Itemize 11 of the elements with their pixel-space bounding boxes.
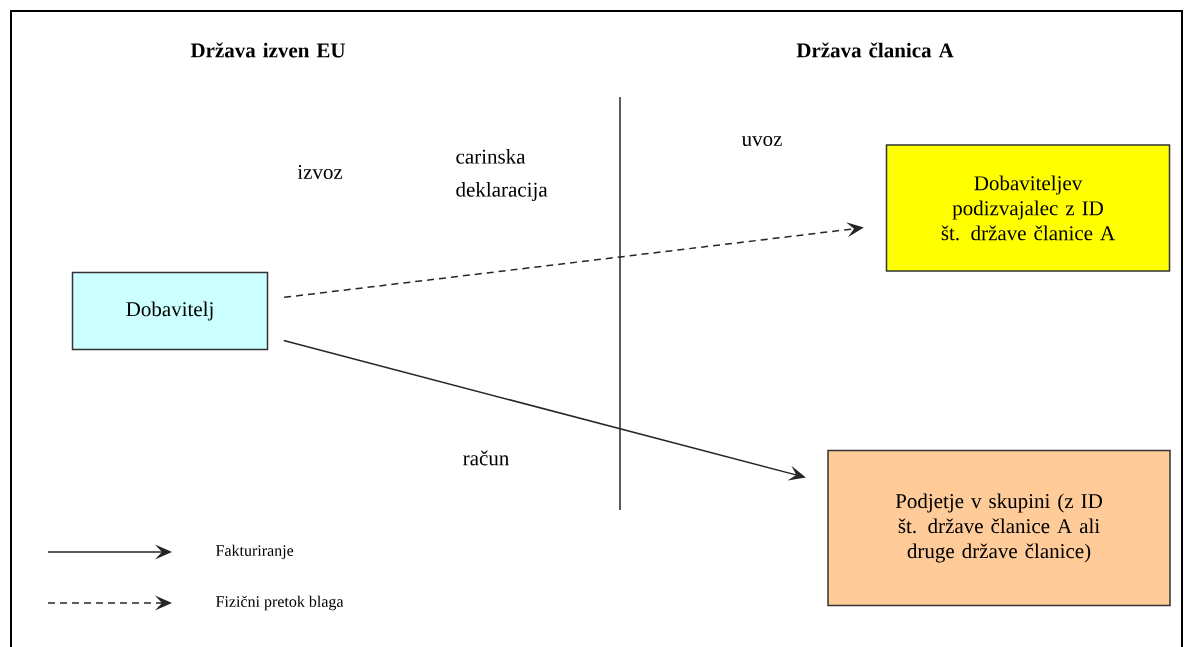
legend-label: Fizični pretok blaga	[216, 595, 344, 611]
region-label: račun	[463, 450, 509, 466]
region-label: izvoz	[297, 164, 343, 180]
legend-label: Fakturiranje	[216, 544, 294, 560]
region-label: uvoz	[741, 135, 782, 147]
process-box: Podjetje v skupini (z ID št. države članice A ali druge države članice)	[827, 449, 1171, 607]
region-label: Država izven EU	[190, 42, 346, 58]
process-box: Dobavitelj	[71, 271, 269, 351]
region-label: Država članica A	[796, 42, 954, 58]
region-label: carinska deklaracija	[456, 149, 548, 201]
process-box: Dobaviteljev podizvajalec z ID št. države članice A	[885, 144, 1171, 272]
